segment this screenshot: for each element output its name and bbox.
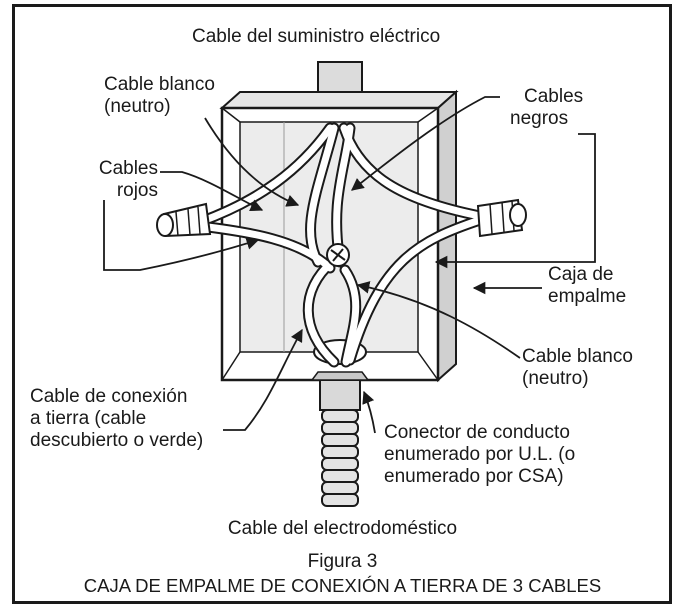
ground-cable-label: Cable de conexión a tierra (cable descub…	[30, 386, 204, 451]
figure-title: CAJA DE EMPALME DE CONEXIÓN A TIERRA DE …	[83, 575, 602, 596]
conduit-connector-label: Conector de conducto enumerado por U.L. …	[384, 422, 576, 487]
supply-cable-label: Cable del suministro eléctrico	[192, 26, 441, 47]
ground-screw-icon	[326, 243, 350, 267]
red-cables-label: Cables rojos	[98, 158, 158, 201]
white-neutral-top-label: Cable blanco (neutro)	[104, 74, 215, 117]
leader-lines	[103, 96, 596, 434]
wire-nut-icon	[156, 202, 212, 238]
junction-box-label: Caja de empalme	[548, 264, 627, 307]
figure-frame	[12, 4, 672, 604]
black-cables-label: Cables negros	[510, 86, 584, 129]
wires	[194, 122, 486, 368]
appliance-cable-label: Cable del electrodoméstico	[227, 518, 458, 539]
white-neutral-bottom-label: Cable blanco (neutro)	[522, 346, 633, 389]
appliance-conduit	[310, 371, 370, 507]
wire-nut-icon	[476, 198, 527, 238]
figure-number: Figura 3	[307, 551, 378, 572]
